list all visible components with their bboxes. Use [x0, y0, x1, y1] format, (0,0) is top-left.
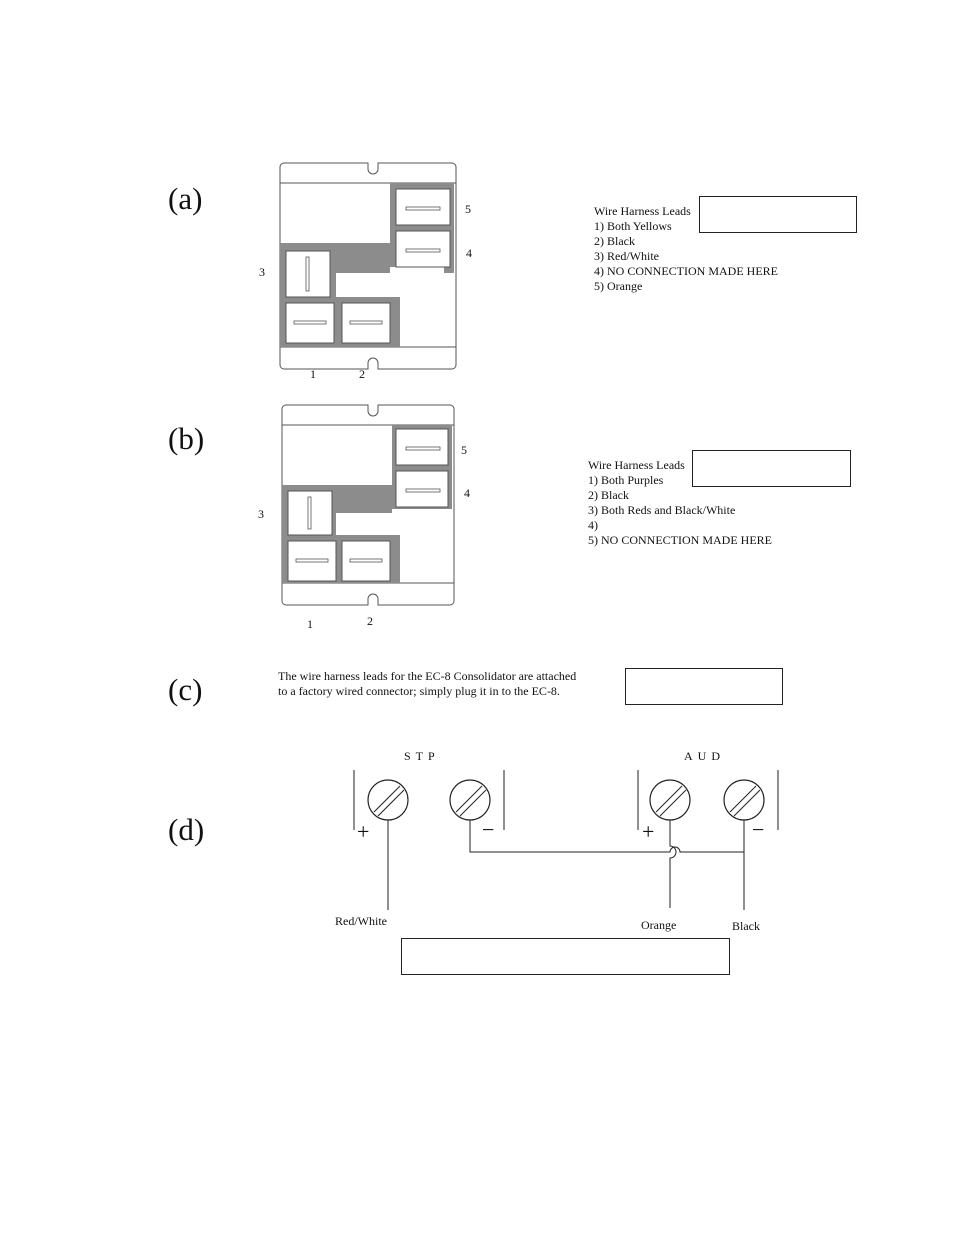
connector-outline [281, 404, 455, 606]
pin-label-1: 1 [310, 367, 316, 381]
pin-label-2: 2 [359, 367, 365, 381]
blank-box-d [401, 938, 730, 975]
legend-item: 3) Both Reds and Black/White [588, 503, 736, 517]
aud-plus-terminal [649, 779, 691, 821]
pin-label-3: 3 [259, 265, 265, 279]
part-a-label: (a) [168, 181, 203, 216]
pin-label-1: 1 [307, 617, 313, 631]
pin-label-2: 2 [367, 614, 373, 628]
legend-title: Wire Harness Leads [588, 458, 685, 472]
pin-label-5: 5 [465, 202, 471, 216]
connector-diagram-b [281, 404, 455, 606]
note-line: The wire harness leads for the EC-8 Cons… [278, 669, 577, 683]
pin-1-socket [287, 540, 337, 582]
aud-minus-sign: − [752, 817, 765, 842]
pin-3-socket [285, 250, 331, 298]
pin-label-3: 3 [258, 507, 264, 521]
part-d-label: (d) [168, 812, 205, 847]
note-c: The wire harness leads for the EC-8 Cons… [278, 669, 576, 699]
part-b-label: (b) [168, 421, 205, 456]
part-c-label: (c) [168, 672, 203, 707]
pin-label-4: 4 [464, 486, 470, 500]
stp-minus-sign: − [482, 817, 495, 842]
legend-item: 1) Both Purples [588, 473, 664, 487]
pin-label-5: 5 [461, 443, 467, 457]
aud-title: AUD [684, 749, 725, 763]
wire-label-orange: Orange [641, 918, 677, 932]
legend-item: 3) Red/White [594, 249, 659, 263]
legend-item: 5) Orange [594, 279, 643, 293]
pin-2-socket [341, 540, 391, 582]
blank-box-c [625, 668, 783, 705]
aud-plus-sign: + [642, 819, 655, 844]
wire-label-red-white: Red/White [335, 914, 387, 928]
legend-item: 4) NO CONNECTION MADE HERE [594, 264, 778, 278]
connector-housing [284, 162, 380, 175]
legend-item: 2) Black [588, 488, 629, 502]
stp-minus-terminal [449, 779, 491, 821]
wire-stp-minus-to-black [469, 820, 744, 853]
note-line: to a factory wired connector; simply plu… [278, 684, 560, 698]
legend-item: 4) [588, 518, 598, 532]
pin-1-socket [285, 302, 335, 344]
terminal-wiring-diagram [353, 770, 779, 910]
blank-box-a [699, 196, 857, 233]
stp-title: STP [404, 749, 440, 763]
stp-plus-terminal [367, 779, 409, 821]
wire-label-black: Black [732, 919, 760, 933]
wire-orange [669, 820, 677, 908]
connector-diagram-a [279, 162, 457, 370]
blank-box-b [692, 450, 851, 487]
pin-label-4: 4 [466, 246, 472, 260]
aud-minus-terminal [723, 779, 765, 821]
legend-a: Wire Harness Leads 1) Both Yellows 2) Bl… [594, 204, 778, 294]
pin-3-socket [287, 490, 333, 536]
connector-outline [279, 162, 457, 370]
pin-5-socket [395, 188, 451, 226]
legend-item: 1) Both Yellows [594, 219, 672, 233]
legend-b: Wire Harness Leads 1) Both Purples 2) Bl… [588, 458, 772, 548]
pin-2-socket [341, 302, 391, 344]
legend-item: 2) Black [594, 234, 635, 248]
legend-title: Wire Harness Leads [594, 204, 691, 218]
stp-plus-sign: + [357, 819, 370, 844]
legend-item: 5) NO CONNECTION MADE HERE [588, 533, 772, 547]
